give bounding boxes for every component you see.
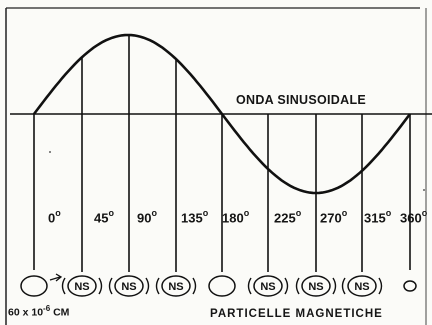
angle-label-225: 225o xyxy=(274,209,301,225)
angle-value: 270 xyxy=(320,210,342,225)
degree-symbol: o xyxy=(244,208,250,218)
degree-symbol: o xyxy=(422,208,428,218)
magnetic-particle-270: NS xyxy=(297,276,336,296)
rotation-arrow-icon xyxy=(343,278,346,294)
angle-label-270: 270o xyxy=(320,209,347,225)
degree-symbol: o xyxy=(108,208,114,218)
angle-label-315: 315o xyxy=(364,209,391,225)
angle-value: 180 xyxy=(222,210,244,225)
rotation-arrow-icon xyxy=(146,278,149,294)
degree-symbol: o xyxy=(203,208,209,218)
dot-mark xyxy=(423,189,425,191)
magnetic-particle-315: NS xyxy=(343,276,382,296)
rotation-arrow-icon xyxy=(63,278,66,294)
angle-label-90: 90o xyxy=(137,209,157,225)
dot-mark xyxy=(49,151,51,153)
magnet-poles-label: NS xyxy=(168,281,183,293)
magnetic-particle-45: NS xyxy=(63,276,102,296)
angle-value: 135 xyxy=(181,210,203,225)
magnetic-particles: NS NS NS NS NS NS xyxy=(21,274,416,296)
angle-value: 225 xyxy=(274,210,296,225)
magnet-poles-label: NS xyxy=(121,281,136,293)
magnet-poles-label: NS xyxy=(74,281,89,293)
magnet-poles-label: NS xyxy=(354,281,369,293)
arrow-icon xyxy=(50,274,61,281)
magnetic-particle-0 xyxy=(21,274,61,296)
rotation-arrow-icon xyxy=(249,278,252,294)
particles-label: PARTICELLE MAGNETICHE xyxy=(210,308,383,320)
angle-label-360: 360o xyxy=(400,209,427,225)
wave-label: ONDA SINUSOIDALE xyxy=(236,93,366,107)
magnetic-particle-360 xyxy=(404,281,416,291)
rotation-arrow-icon xyxy=(285,278,288,294)
angle-value: 315 xyxy=(364,210,386,225)
rotation-arrow-icon xyxy=(379,278,382,294)
angle-label-0: 0o xyxy=(48,209,61,225)
degree-symbol: o xyxy=(296,208,302,218)
rotation-arrow-icon xyxy=(193,278,196,294)
degree-symbol: o xyxy=(55,208,61,218)
angle-value: 45 xyxy=(94,210,108,225)
angle-label-45: 45o xyxy=(94,209,114,225)
magnetic-particle-90: NS xyxy=(110,276,149,296)
angle-lines xyxy=(34,35,425,272)
rotation-arrow-icon xyxy=(297,278,300,294)
scale-label: 60 x 10-6 CM xyxy=(8,304,69,319)
scale-mantissa: 60 x 10 xyxy=(8,307,43,319)
angle-label-180: 180o xyxy=(222,209,249,225)
angle-value: 360 xyxy=(400,210,422,225)
degree-symbol: o xyxy=(342,208,348,218)
degree-symbol: o xyxy=(386,208,392,218)
rotation-arrow-icon xyxy=(157,278,160,294)
magnetic-particle-180 xyxy=(209,276,235,296)
angle-value: 90 xyxy=(137,210,151,225)
rotation-arrow-icon xyxy=(99,278,102,294)
magnet-poles-label: NS xyxy=(260,281,275,293)
rotation-arrow-icon xyxy=(333,278,336,294)
rotation-arrow-icon xyxy=(110,278,113,294)
scale-unit: CM xyxy=(50,307,69,319)
degree-symbol: o xyxy=(151,208,157,218)
magnet-poles-label: NS xyxy=(308,281,323,293)
magnetic-particle-135: NS xyxy=(157,276,196,296)
magnetic-particle-225: NS xyxy=(249,276,288,296)
angle-label-135: 135o xyxy=(181,209,208,225)
